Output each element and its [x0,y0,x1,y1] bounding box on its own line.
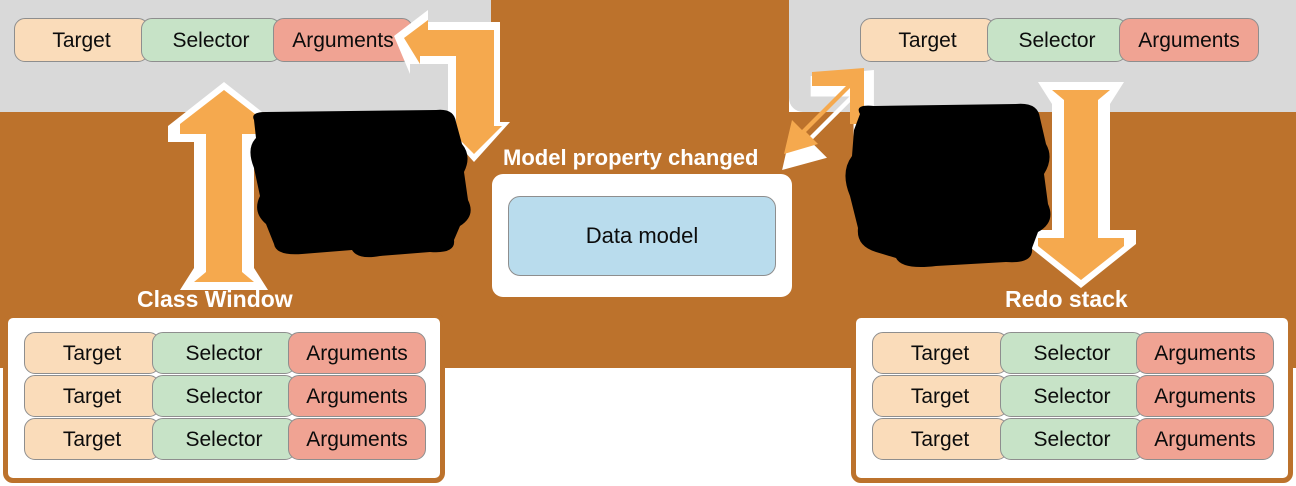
top-right-command-row: Target Selector Arguments [860,18,1259,62]
pill-target[interactable]: Target [860,18,995,62]
pill-arguments[interactable]: Arguments [287,375,426,417]
arrow-down-from-left-panel [394,0,510,162]
pill-target[interactable]: Target [24,375,161,417]
redo-stack: Target Selector Arguments Target Selecto… [851,313,1293,483]
data-model-card: Data model [492,174,792,297]
pill-target[interactable]: Target [14,18,149,62]
pill-selector[interactable]: Selector [1000,418,1144,460]
pill-arguments[interactable]: Arguments [1119,18,1259,62]
pill-target[interactable]: Target [24,332,161,374]
pill-selector[interactable]: Selector [152,418,296,460]
stack-row: Target Selector Arguments [872,375,1274,417]
pill-selector[interactable]: Selector [1000,375,1144,417]
class-window-stack: Target Selector Arguments Target Selecto… [3,313,445,483]
pill-selector[interactable]: Selector [1000,332,1144,374]
pill-arguments[interactable]: Arguments [1135,375,1274,417]
pill-target[interactable]: Target [872,418,1009,460]
arrow-down-to-redo-stack [1026,82,1136,288]
top-left-command-row: Target Selector Arguments [14,18,413,62]
stack-row: Target Selector Arguments [24,332,426,374]
model-property-changed-label: Model property changed [503,145,759,170]
class-window-title: Class Window [137,286,293,312]
stack-row: Target Selector Arguments [872,332,1274,374]
pill-target[interactable]: Target [872,332,1009,374]
stack-row: Target Selector Arguments [872,418,1274,460]
pill-selector[interactable]: Selector [141,18,281,62]
pill-arguments[interactable]: Arguments [287,418,426,460]
brown-center-column [491,0,789,120]
pill-arguments[interactable]: Arguments [1135,332,1274,374]
stack-row: Target Selector Arguments [24,418,426,460]
redo-stack-title: Redo stack [1005,286,1128,312]
pill-arguments[interactable]: Arguments [273,18,413,62]
pill-selector[interactable]: Selector [152,332,296,374]
pill-target[interactable]: Target [872,375,1009,417]
data-model-box[interactable]: Data model [508,195,776,276]
arrow-up-to-left-panel [168,82,280,290]
redacted-region-right [845,103,1051,268]
pill-arguments[interactable]: Arguments [1135,418,1274,460]
arrow-up-right-to-right-panel [782,68,874,170]
pill-selector[interactable]: Selector [152,375,296,417]
redacted-region-left [250,109,471,258]
pill-selector[interactable]: Selector [987,18,1127,62]
pill-arguments[interactable]: Arguments [287,332,426,374]
pill-target[interactable]: Target [24,418,161,460]
stack-row: Target Selector Arguments [24,375,426,417]
